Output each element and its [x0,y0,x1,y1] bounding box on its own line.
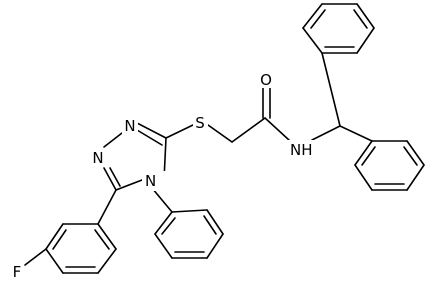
svg-text:F: F [13,263,22,281]
benzhydryl-center [311,52,373,142]
atom-label-fluorine: F [10,262,24,281]
fluorophenyl-ring [24,189,117,274]
phenyl-ring-top [302,3,375,54]
atom-label-triazole-nitrogen-4: N [142,171,170,191]
svg-text:N: N [145,172,156,190]
svg-text:S: S [195,114,205,132]
atom-label-amide-nitrogen: NH [286,140,316,160]
acetamide-chain [165,87,290,143]
phenyl-ring-right [354,140,425,191]
svg-text:N: N [92,149,103,167]
atom-label-sulfur: S [193,113,208,132]
svg-text:O: O [260,71,272,89]
svg-text:N: N [124,117,135,135]
phenyl-ring-n-substituent [151,187,224,259]
svg-text:NH: NH [290,141,313,159]
atom-label-triazole-nitrogen-1: N [122,116,138,135]
triazole-ring [103,122,167,191]
atom-label-oxygen: O [258,70,274,89]
atom-label-triazole-nitrogen-2: N [90,148,106,167]
